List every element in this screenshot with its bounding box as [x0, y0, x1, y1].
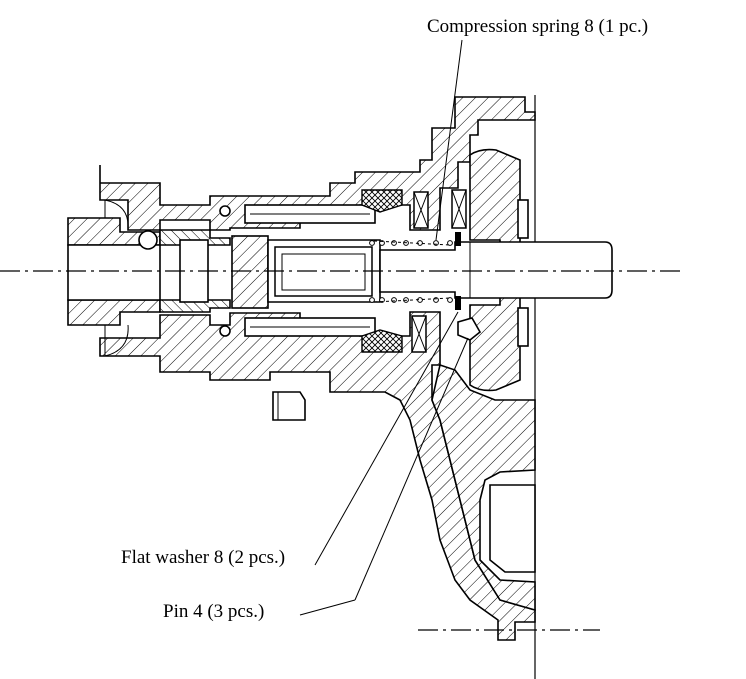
washer-leader — [314, 311, 459, 566]
spindle-innermost — [281, 253, 366, 291]
flat-washer — [455, 296, 461, 310]
retaining-ring — [219, 325, 231, 337]
nose-lower — [67, 299, 161, 326]
spring-leader — [435, 39, 463, 241]
retaining-ring — [219, 205, 231, 217]
pin-leader — [354, 337, 469, 601]
flange-lower-body — [431, 363, 536, 612]
pin-callout: Pin 4 (3 pcs.) — [163, 601, 265, 622]
output-shaft — [379, 241, 613, 299]
coupling-ball — [138, 230, 158, 250]
nose-body — [67, 244, 161, 301]
flange-key — [517, 307, 529, 347]
claw-lower — [104, 324, 129, 357]
pin-leader — [299, 599, 356, 616]
bore-lower — [159, 299, 231, 313]
pin — [457, 317, 482, 341]
seal-lower — [361, 329, 403, 353]
bore-upper — [159, 229, 231, 246]
spring-callout: Compression spring 8 (1 pc.) — [427, 16, 649, 37]
flange-lower-window — [489, 484, 536, 573]
spindle-inner — [274, 246, 373, 297]
seal-upper — [361, 189, 403, 213]
flange-key — [517, 199, 529, 239]
mount-bracket — [272, 391, 306, 421]
washer-callout: Flat washer 8 (2 pcs.) — [121, 547, 286, 568]
compression-spring — [369, 240, 453, 303]
output-flange — [469, 148, 521, 251]
output-flange-lower — [469, 294, 521, 392]
flat-washer — [455, 232, 461, 246]
claw-upper — [104, 199, 129, 231]
plunger-head — [231, 235, 269, 309]
